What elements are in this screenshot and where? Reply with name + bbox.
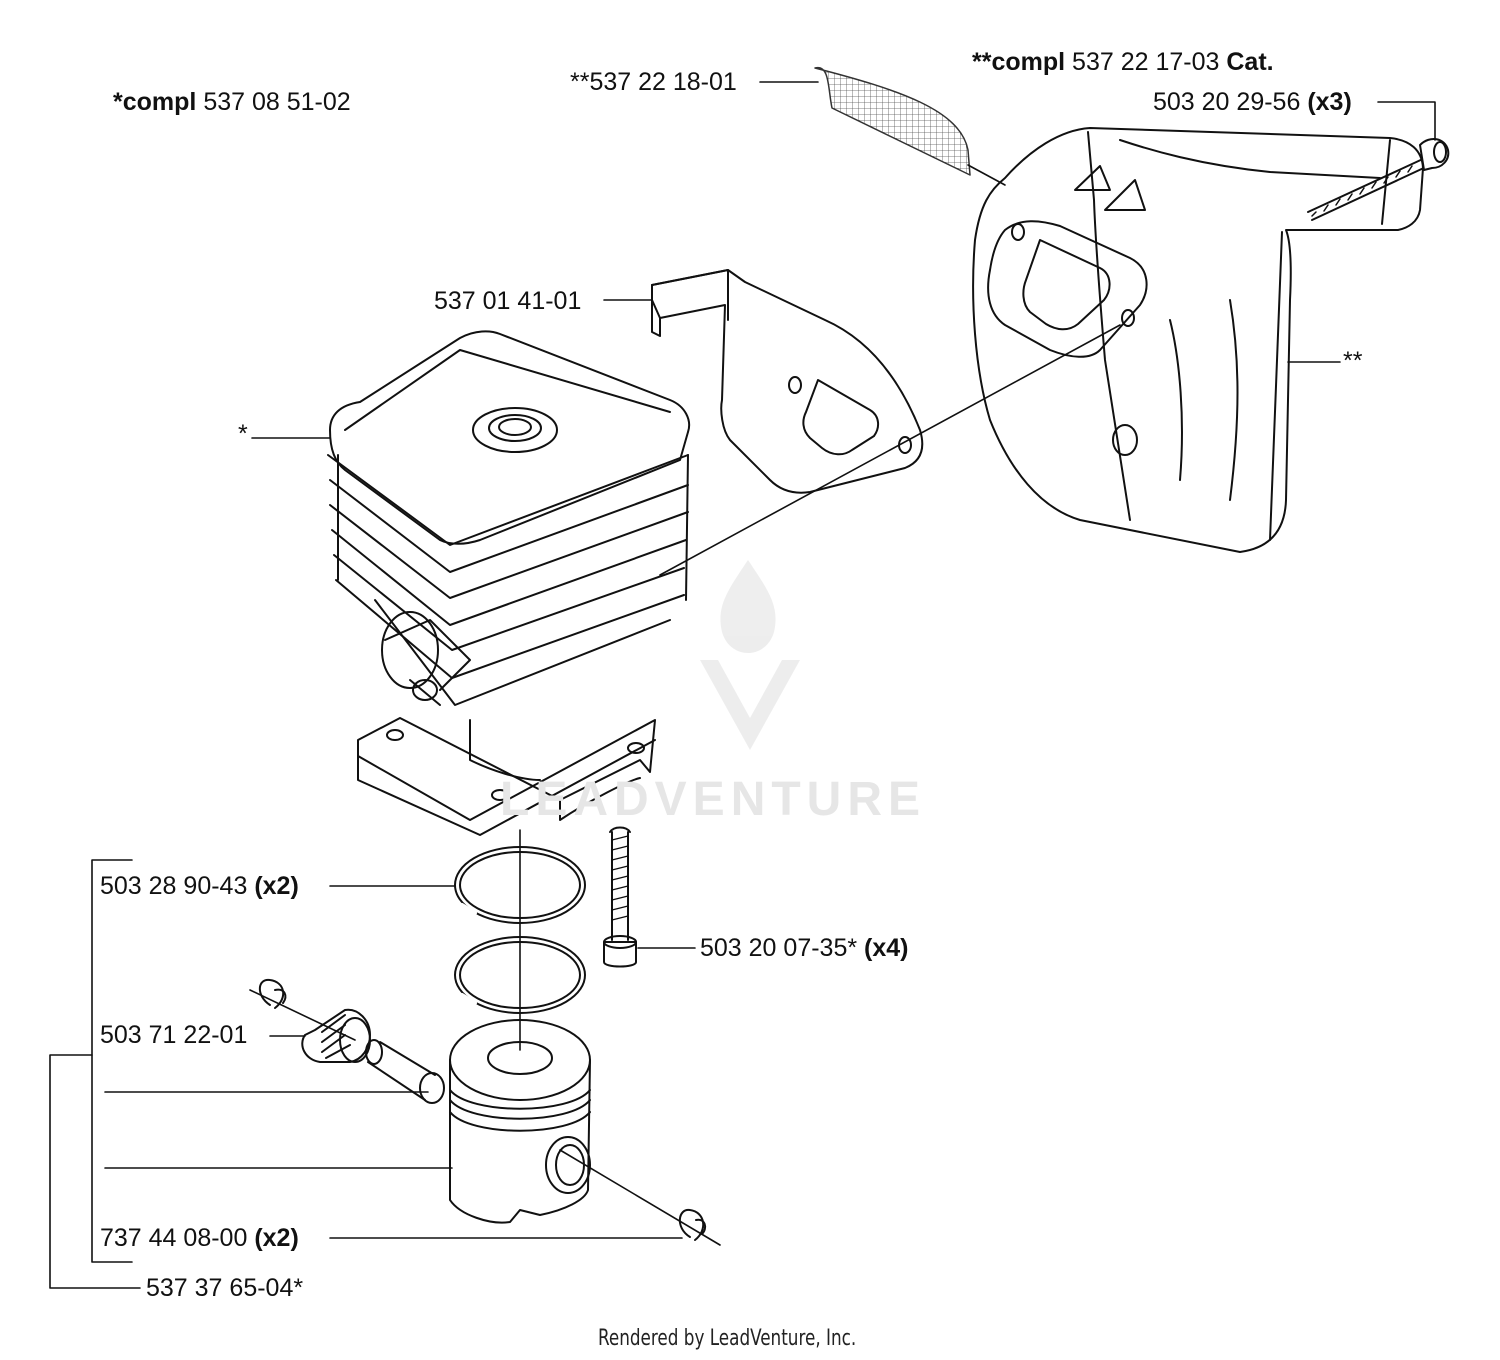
assembly-label-muffler: **compl 537 22 17-03 Cat. xyxy=(972,48,1274,76)
callout-piston-ring[interactable]: 503 28 90-43 (x2) xyxy=(100,872,299,900)
assembly-prefix: *compl xyxy=(113,88,197,116)
wrist-pin-icon xyxy=(365,1039,445,1104)
callout-screen[interactable]: **537 22 18-01 xyxy=(570,68,737,96)
part-marker: * xyxy=(238,420,248,448)
assembly-prefix: **compl xyxy=(972,48,1066,76)
part-number: **537 22 18-01 xyxy=(570,68,737,96)
part-number: 503 20 29-56 xyxy=(1153,88,1301,116)
part-qty: (x4) xyxy=(864,934,909,962)
callout-muffler-marker[interactable]: ** xyxy=(1343,347,1362,375)
assembly-suffix: Cat. xyxy=(1226,48,1274,76)
callout-circlip[interactable]: 737 44 08-00 (x2) xyxy=(100,1224,299,1252)
part-number: 503 28 90-43 xyxy=(100,872,248,900)
part-qty: (x2) xyxy=(254,1224,299,1252)
leader-lines xyxy=(49,81,1436,1289)
callout-cylinder-marker[interactable]: * xyxy=(238,420,248,448)
part-number: 537 37 65-04* xyxy=(146,1274,304,1302)
part-number: 503 71 22-01 xyxy=(100,1021,248,1049)
part-qty: (x3) xyxy=(1307,88,1352,116)
bolt-icon xyxy=(1307,138,1450,221)
cylinder-icon xyxy=(327,330,690,836)
part-qty: (x2) xyxy=(254,872,299,900)
callout-needle-bearing[interactable]: 503 71 22-01 xyxy=(100,1021,247,1049)
callout-cylinder-screw[interactable]: 503 20 07-35* (x4) xyxy=(700,934,909,962)
needle-bearing-icon xyxy=(301,1008,371,1063)
assembly-label-cylinder: *compl 537 08 51-02 xyxy=(113,88,351,116)
callout-piston-kit[interactable]: 537 37 65-04* xyxy=(146,1274,303,1302)
screw-icon xyxy=(603,826,637,968)
part-number: 503 20 07-35* xyxy=(700,934,858,962)
part-number: 737 44 08-00 xyxy=(100,1224,248,1252)
part-marker: ** xyxy=(1343,347,1363,375)
circlip-icon xyxy=(678,1208,707,1241)
callout-gasket-plate[interactable]: 537 01 41-01 xyxy=(434,287,581,315)
circlip-icon xyxy=(258,978,287,1009)
watermark-text: LEADVENTURE xyxy=(500,773,927,826)
assembly-number: 537 08 51-02 xyxy=(203,88,351,116)
muffler-icon xyxy=(972,127,1424,553)
mesh-screen-icon xyxy=(814,67,971,176)
assembly-number: 537 22 17-03 xyxy=(1072,48,1220,76)
gasket-plate-icon xyxy=(651,269,924,494)
callout-muffler-bolt[interactable]: 503 20 29-56 (x3) xyxy=(1153,88,1352,116)
watermark-logo-icon xyxy=(700,560,800,750)
footer-credit: Rendered by LeadVenture, Inc. xyxy=(598,1326,857,1351)
part-number: 537 01 41-01 xyxy=(434,287,582,315)
